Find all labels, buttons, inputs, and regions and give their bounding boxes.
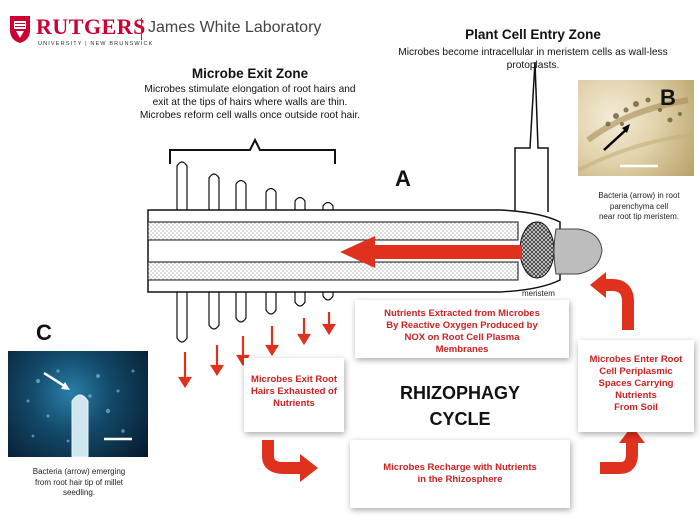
arrow-icon xyxy=(603,127,629,151)
root-hairs-bottom xyxy=(176,290,334,343)
exit-zone-line-1: Microbes stimulate elongation of root ha… xyxy=(144,84,356,95)
enter-root-line-5: From Soil xyxy=(614,402,658,413)
panel-c-label: C xyxy=(36,320,52,345)
entry-zone-line-2: protoplasts. xyxy=(506,60,560,71)
root-hair-tip xyxy=(71,394,89,457)
nutrients-extracted-line-2: By Reactive Oxygen Produced by xyxy=(386,320,538,331)
enter-root-line-2: Cell Periplasmic xyxy=(599,366,673,377)
exit-zone-line-3: Microbes reform cell walls once outside … xyxy=(139,110,361,121)
enter-root-box: Microbes Enter Root Cell Periplasmic Spa… xyxy=(578,340,694,432)
exit-zone-label: Microbe Exit Zone Microbes stimulate elo… xyxy=(110,66,390,122)
panel-c-caption: Bacteria (arrow) emerging from root hair… xyxy=(6,467,152,499)
panel-c-caption-line-1: Bacteria (arrow) emerging xyxy=(32,467,126,476)
cycle-title-line-2: CYCLE xyxy=(429,409,491,429)
panel-b-label: B xyxy=(660,85,676,110)
panel-b-photo xyxy=(578,80,694,176)
panel-c-caption-line-2: from root hair tip of millet xyxy=(34,477,124,487)
panel-b-caption: Bacteria (arrow) in root parenchyma cell… xyxy=(586,191,692,223)
cortex-upper xyxy=(147,221,519,241)
cycle-title: RHIZOPHAGY CYCLE xyxy=(375,380,545,432)
enter-root-line-1: Microbes Enter Root xyxy=(589,354,683,365)
panel-b-caption-line-2: parenchyma cell xyxy=(609,201,669,211)
nutrients-extracted-line-1: Nutrients Extracted from Microbes xyxy=(384,308,540,319)
meristem-label: meristem xyxy=(522,289,555,298)
cycle-title-line-1: RHIZOPHAGY xyxy=(399,383,520,403)
nutrients-extracted-line-4: Membranes xyxy=(435,344,489,355)
nutrients-extracted-line-3: NOX on Root Cell Plasma xyxy=(404,332,520,343)
entry-zone-line-1: Microbes become intracellular in meriste… xyxy=(398,47,668,58)
rutgers-logo: RUTGERS UNIVERSITY | NEW BRUNSWICK xyxy=(8,12,152,52)
entry-zone-pointer xyxy=(514,61,549,212)
cycle-arrow-up xyxy=(604,279,634,330)
microscope-image-b xyxy=(578,97,694,172)
enter-root-line-4: Nutrients xyxy=(615,390,657,401)
recharge-line-1: Microbes Recharge with Nutrients xyxy=(383,462,537,473)
rutgers-shield-icon xyxy=(10,16,30,43)
exit-root-box: Microbes Exit Root Hairs Exhausted of Nu… xyxy=(244,358,344,432)
cycle-arrow-right-head xyxy=(300,454,318,482)
exit-root-line-1: Microbes Exit Root xyxy=(250,374,338,385)
recharge-line-2: in the Rhizosphere xyxy=(417,474,503,485)
panel-c-photo xyxy=(8,351,148,457)
entry-zone-title: Plant Cell Entry Zone xyxy=(465,27,601,42)
panel-c-caption-line-3: seedling. xyxy=(62,488,96,497)
root-hairs-top xyxy=(176,161,334,212)
exit-zone-brace xyxy=(169,137,336,164)
panel-b-caption-line-3: near root tip meristem. xyxy=(598,212,680,221)
exit-zone-line-2: exit at the tips of hairs where walls ar… xyxy=(152,97,348,108)
panel-b-caption-line-1: Bacteria (arrow) in root xyxy=(598,191,680,200)
logo-wordmark: RUTGERS xyxy=(36,14,146,39)
arrow-icon xyxy=(43,371,67,389)
cycle-arrow-upright-head xyxy=(619,426,645,443)
cortex-lower xyxy=(147,261,519,281)
lab-name: James White Laboratory xyxy=(148,19,322,36)
logo-divider xyxy=(141,18,142,40)
root-cap xyxy=(553,228,603,275)
exit-root-line-3: Nutrients xyxy=(273,398,315,409)
logo-subtitle: UNIVERSITY | NEW BRUNSWICK xyxy=(38,41,154,47)
entry-zone-label: Plant Cell Entry Zone Microbes become in… xyxy=(378,27,688,72)
exit-zone-title: Microbe Exit Zone xyxy=(191,66,309,81)
cycle-arrow-upright xyxy=(600,440,638,474)
panel-a-label: A xyxy=(395,166,411,191)
exit-root-line-2: Hairs Exhausted of xyxy=(250,386,338,397)
nutrients-extracted-box: Nutrients Extracted from Microbes By Rea… xyxy=(355,300,569,358)
cycle-arrow-up-head xyxy=(590,272,606,298)
internal-transport-arrow xyxy=(340,236,522,268)
cycle-arrow-right xyxy=(262,440,302,474)
meristem xyxy=(519,221,555,279)
recharge-box: Microbes Recharge with Nutrients in the … xyxy=(350,440,570,508)
enter-root-line-3: Spaces Carrying xyxy=(598,378,674,389)
microscope-image-c xyxy=(26,369,135,457)
